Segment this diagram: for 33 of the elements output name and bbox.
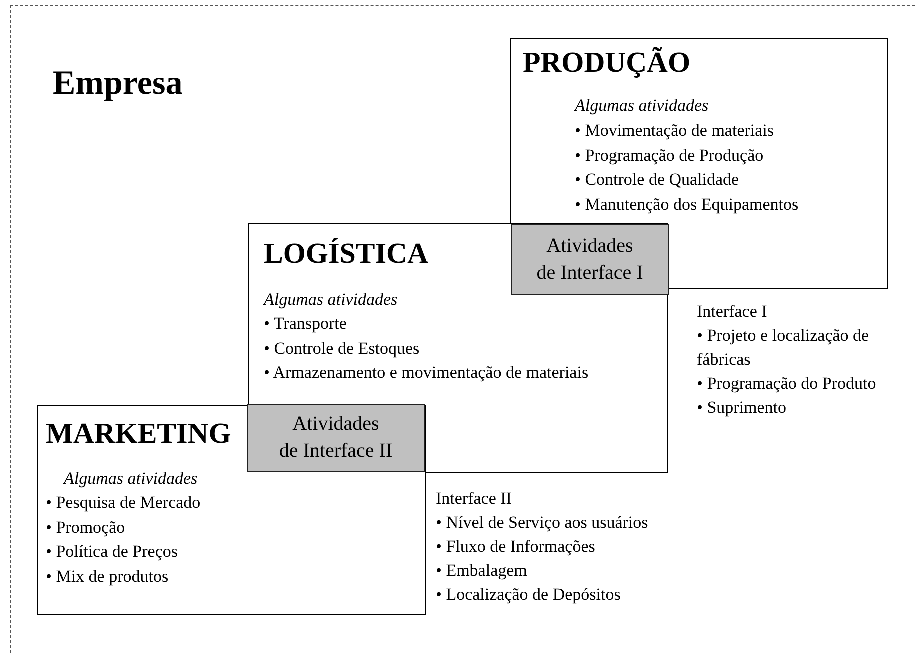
interface-heading: Interface I <box>697 301 768 323</box>
list-item: • Nível de Serviço aos usuários <box>436 512 650 534</box>
list-item: • Programação do Produto <box>697 373 878 395</box>
list-item: • Fluxo de Informações <box>436 536 596 558</box>
list-item: • Movimentação de materiais <box>575 120 774 142</box>
box-heading: PRODUÇÃO <box>523 46 691 81</box>
list-item: • Promoção <box>46 516 126 539</box>
list-item: • Transporte <box>264 313 347 335</box>
box-heading: LOGÍSTICA <box>264 237 428 272</box>
interface-box <box>511 224 669 295</box>
list-item: • Mix de produtos <box>46 566 169 588</box>
department-box <box>510 38 888 289</box>
company-frame <box>10 5 915 653</box>
list-item: • Localização de Depósitos <box>436 584 622 606</box>
interface-heading: Interface II <box>436 488 513 510</box>
list-item: • Manutenção dos Equipamentos <box>575 194 799 216</box>
interface-title: Atividades de Interface I <box>536 234 644 286</box>
box-heading: MARKETING <box>46 417 232 452</box>
list-item: • Suprimento <box>697 397 788 419</box>
list-item: • Armazenamento e movimentação de materiais <box>264 362 589 384</box>
subheading: Algumas atividades <box>64 468 198 490</box>
interface-box <box>247 404 425 472</box>
list-item: • Programação de Produção <box>575 144 764 167</box>
subheading: Algumas atividades <box>264 289 398 311</box>
interface-title: Atividades de Interface II <box>279 412 393 464</box>
list-item: • Pesquisa de Mercado <box>46 492 201 514</box>
list-item: • Política de Preços <box>46 541 178 563</box>
list-item: • Projeto e localização de fábricas <box>697 325 870 371</box>
frame-title: Empresa <box>53 64 183 104</box>
list-item: • Embalagem <box>436 560 528 582</box>
subheading: Algumas atividades <box>575 95 709 117</box>
list-item: • Controle de Estoques <box>264 338 420 360</box>
list-item: • Controle de Qualidade <box>575 169 740 191</box>
